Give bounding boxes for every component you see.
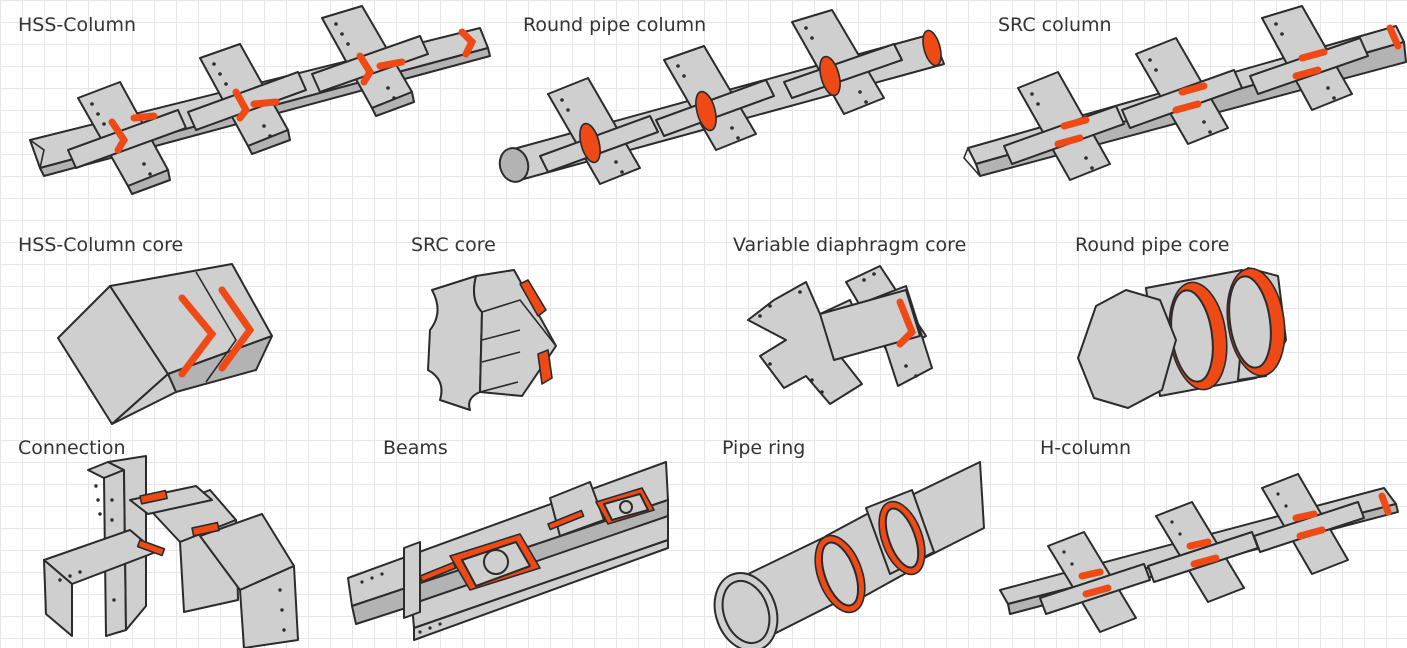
- label-src-core: SRC core: [411, 234, 496, 256]
- beams-icon: [347, 461, 669, 641]
- label-beams: Beams: [383, 437, 448, 459]
- label-pipe-ring: Pipe ring: [722, 437, 806, 459]
- connection-icon: [43, 455, 299, 648]
- round-pipe-core-icon: [1077, 267, 1287, 409]
- hss-column-icon: [29, 5, 491, 195]
- label-round-pipe-core: Round pipe core: [1075, 234, 1230, 256]
- label-hss-column-core: HSS-Column core: [18, 234, 184, 256]
- hss-column-core-icon: [57, 263, 273, 425]
- label-variable-diaphragm-core: Variable diaphragm core: [733, 234, 967, 256]
- pipe-ring-icon: [713, 461, 985, 648]
- label-hss-column: HSS-Column: [18, 14, 137, 36]
- src-core-icon: [427, 269, 557, 411]
- src-column-icon: [963, 5, 1407, 181]
- label-round-pipe-column: Round pipe column: [523, 14, 707, 36]
- round-pipe-column-icon: [498, 9, 945, 185]
- label-h-column: H-column: [1040, 437, 1132, 459]
- variable-diaphragm-core-icon: [747, 265, 933, 405]
- label-connection: Connection: [18, 437, 126, 459]
- h-column-icon: [999, 473, 1399, 633]
- label-src-column: SRC column: [998, 14, 1112, 36]
